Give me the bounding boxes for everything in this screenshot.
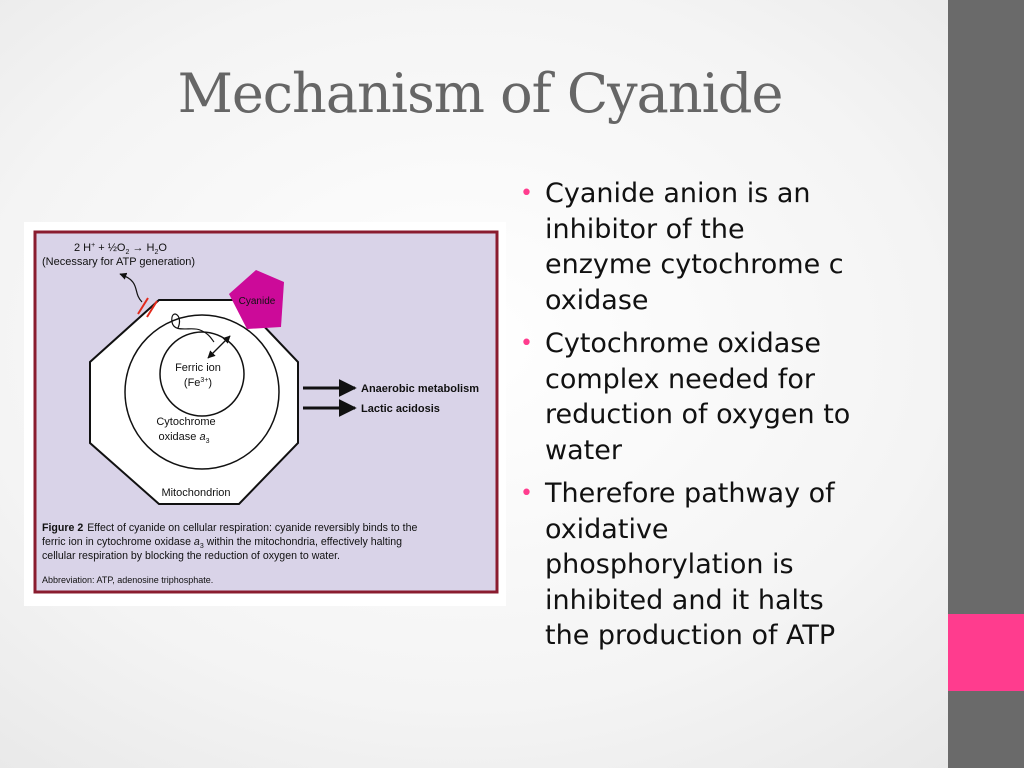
oxidase-label: oxidase a3 [158,431,209,445]
anaerobic-label: Anaerobic metabolism [361,383,479,395]
slide-title: Mechanism of Cyanide [177,62,784,125]
cyanide-label: Cyanide [239,296,276,307]
bullet-item: • Cytochrome oxidase complex needed for … [518,326,908,468]
lactic-label: Lactic acidosis [361,403,440,415]
cyanide-figure: 2 H+ + ½O2 → H2O (Necessary for ATP gene… [24,222,506,606]
bullet-line: Therefore pathway of [545,478,835,509]
equation-text: 2 H+ + ½O2 → H2O [74,242,167,256]
bullet-line: oxidase [545,284,649,316]
bullet-item: • Therefore pathway of oxidative phospho… [518,476,908,654]
bullet-dot-icon: • [520,181,533,206]
bullet-line: enzyme cytochrome c [545,249,844,280]
bullet-line: water [545,434,622,466]
equation-note: (Necessary for ATP generation) [42,256,195,268]
binding-arrow-icon [207,335,231,359]
bullet-line: inhibited and it halts [545,584,824,616]
figure-diagram: 2 H+ + ½O2 → H2O (Necessary for ATP gene… [33,230,499,594]
mitochondrion-label: Mitochondrion [161,487,230,499]
bullet-line: Cytochrome oxidase [545,328,821,359]
bullet-list: • Cyanide anion is an inhibitor of the e… [518,176,908,662]
up-arrow-icon [119,272,143,303]
block-mark [146,300,158,318]
bullet-item: • Cyanide anion is an inhibitor of the e… [518,176,908,318]
bullet-line: reduction of oxygen to [545,399,851,430]
ferric-label: Ferric ion [175,362,221,374]
bullet-line: phosphorylation is [545,549,794,580]
block-mark [137,297,149,315]
ferric-formula: (Fe3+) [184,377,212,389]
abbreviation-note: Abbreviation: ATP, adenosine triphosphat… [42,575,213,585]
bullet-line: Cyanide anion is an [545,178,811,209]
bullet-line: inhibitor of the [545,213,745,245]
cytochrome-outer-circle [124,314,280,470]
bullet-line: oxidative [545,513,669,545]
bullet-dot-icon: • [520,331,533,356]
cyanide-pentagon [229,270,284,329]
side-accent [948,614,1024,691]
cytochrome-label: Cytochrome [156,416,215,428]
ferric-inner-circle [159,331,245,417]
bullet-line: the production of ATP [545,620,836,651]
caption-line: cellular respiration by blocking the red… [42,550,340,562]
bullet-dot-icon: • [520,481,533,506]
caption-line: ferric ion in cytochrome oxidase a3 with… [42,536,402,550]
bullet-line: complex needed for [545,363,815,395]
